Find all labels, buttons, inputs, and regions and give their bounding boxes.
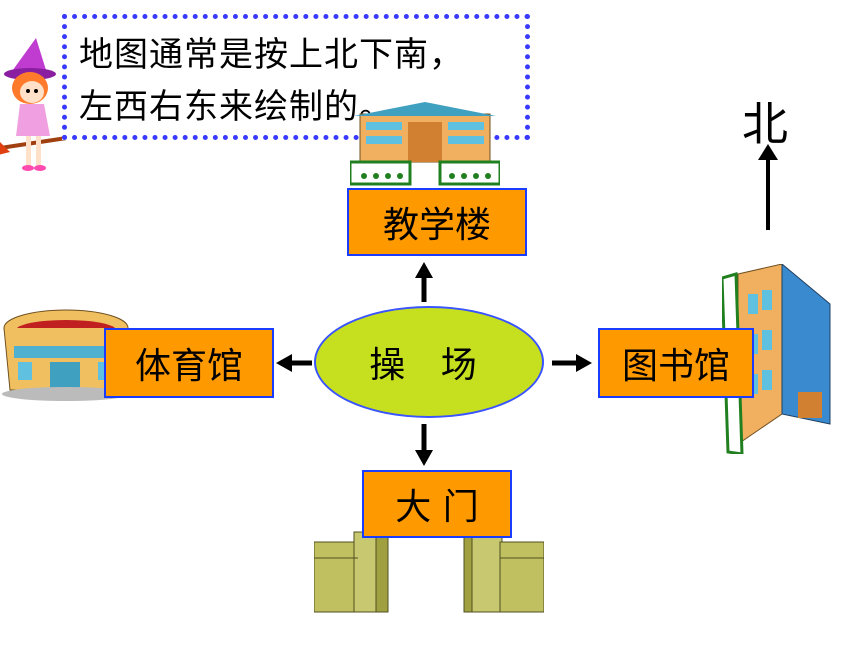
north-label: 北 [742,97,788,151]
arrow-up-icon [415,262,433,302]
arrow-right-icon [552,354,592,372]
arrow-down-icon [415,424,433,466]
teaching-building-illustration [350,102,500,186]
arrow-left-icon [276,354,312,372]
witch-mascot-illustration [0,38,81,171]
place-gym: 体育馆 [104,328,274,398]
gym-illustration [2,309,130,401]
place-library: 图书馆 [598,328,754,398]
north-arrow-icon [758,144,778,230]
place-teaching-building: 教学楼 [347,188,527,256]
gate-illustration [314,525,544,613]
place-gate: 大 门 [362,470,512,538]
note-line-1: 地图通常是按上北下南， [79,35,464,75]
note-line-2: 左西右东来绘制的。 [79,87,394,127]
library-illustration [722,264,831,454]
playground-center: 操 场 [314,306,544,418]
